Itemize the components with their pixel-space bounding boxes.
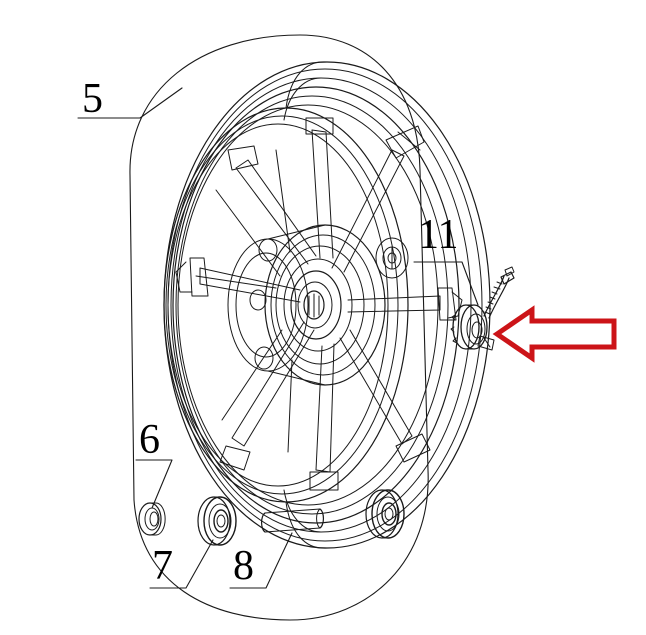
callout-number-7: 7	[152, 543, 173, 589]
callout-number-8: 8	[233, 543, 254, 589]
wheel-hub	[227, 224, 409, 386]
wheel-rim	[163, 61, 491, 549]
callout-number-6: 6	[139, 417, 160, 463]
callout-number-11: 11	[418, 212, 459, 258]
wheel-spokes	[175, 117, 463, 491]
speedo-drive-part-11	[450, 266, 515, 351]
bearing-part-7-right	[365, 489, 405, 539]
spacer-tube-part-8	[260, 508, 325, 533]
bearing-part-7-left	[197, 496, 237, 546]
rim-wall-edges	[283, 61, 328, 549]
callout-leaders	[77, 87, 479, 589]
tire-outline-part-5	[129, 34, 429, 621]
callout-number-5: 5	[82, 76, 103, 122]
red-annotation-arrow	[492, 305, 617, 363]
washer-part-6	[138, 502, 166, 536]
